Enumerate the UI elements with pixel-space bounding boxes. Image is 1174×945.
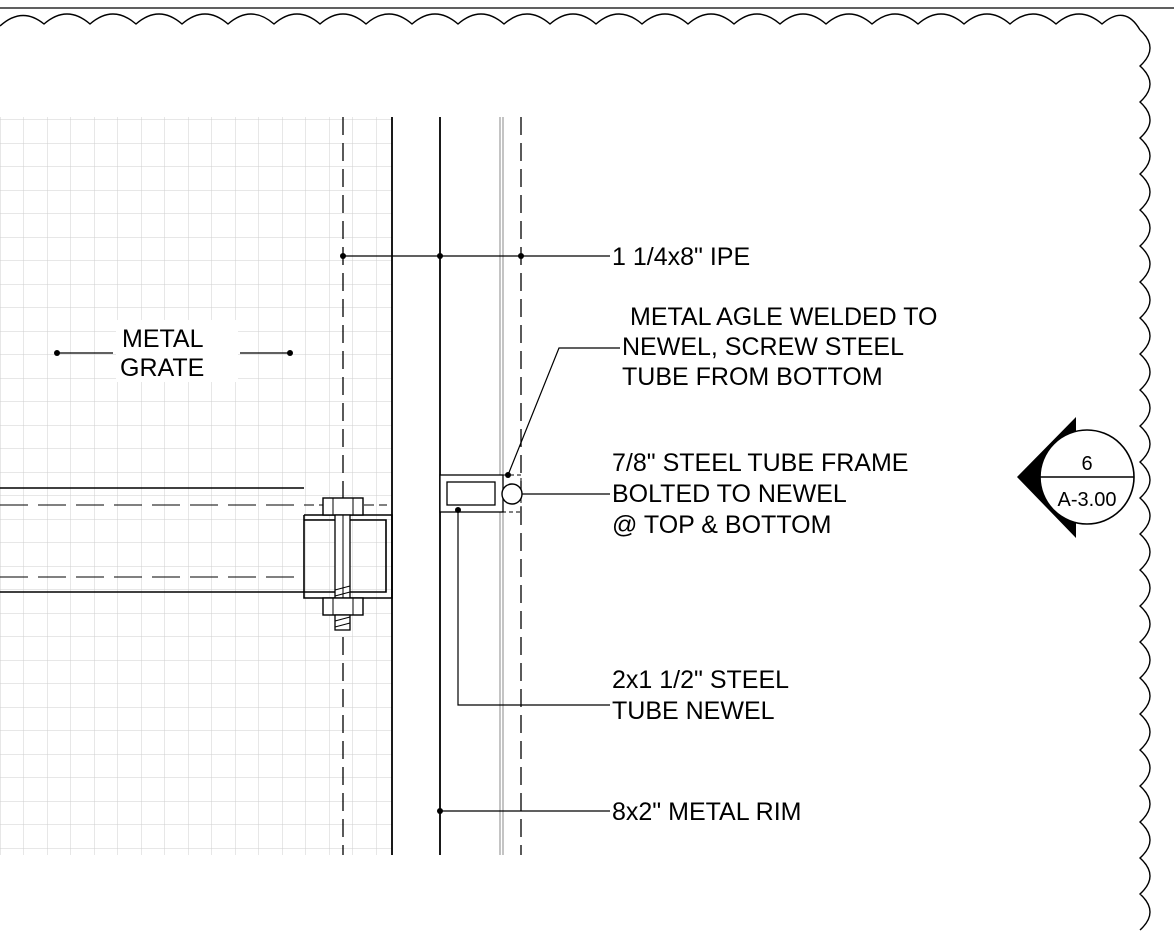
- steel-tube-frame-circle: [501, 483, 523, 505]
- tube-frame-label-line-2: BOLTED TO NEWEL: [612, 480, 847, 508]
- angle-label-line-1: METAL AGLE WELDED TO: [630, 303, 938, 331]
- newel-label-line-2: TUBE NEWEL: [612, 697, 775, 725]
- section-marker-number: 6: [1081, 453, 1092, 475]
- rim-label: 8x2" METAL RIM: [612, 798, 801, 826]
- revision-cloud-right: [1138, 29, 1151, 931]
- bolt-head: [322, 497, 364, 516]
- tube-frame-label-line-3: @ TOP & BOTTOM: [612, 511, 831, 539]
- metal-grate-grid: [0, 117, 392, 855]
- bolt-nut: [322, 597, 364, 616]
- angle-label-line-3: TUBE FROM BOTTOM: [622, 363, 883, 391]
- ipe-label: 1 1/4x8" IPE: [612, 243, 750, 271]
- grate-label-line-2: GRATE: [120, 354, 204, 382]
- section-marker-sheet: A-3.00: [1058, 489, 1117, 511]
- angle-leader: [507, 347, 620, 476]
- angle-label-line-2: NEWEL, SCREW STEEL: [622, 333, 904, 361]
- revision-cloud-top: [0, 13, 1141, 31]
- newel-label-line-1: 2x1 1/2" STEEL: [612, 666, 789, 694]
- tube-frame-label-line-1: 7/8" STEEL TUBE FRAME: [612, 449, 908, 477]
- bolt-thread: [334, 585, 351, 628]
- newel-tube-inner: [446, 481, 496, 506]
- grate-label-line-1: METAL: [122, 325, 204, 353]
- newel-leader: [457, 510, 610, 706]
- grate-label-bg: [116, 320, 238, 382]
